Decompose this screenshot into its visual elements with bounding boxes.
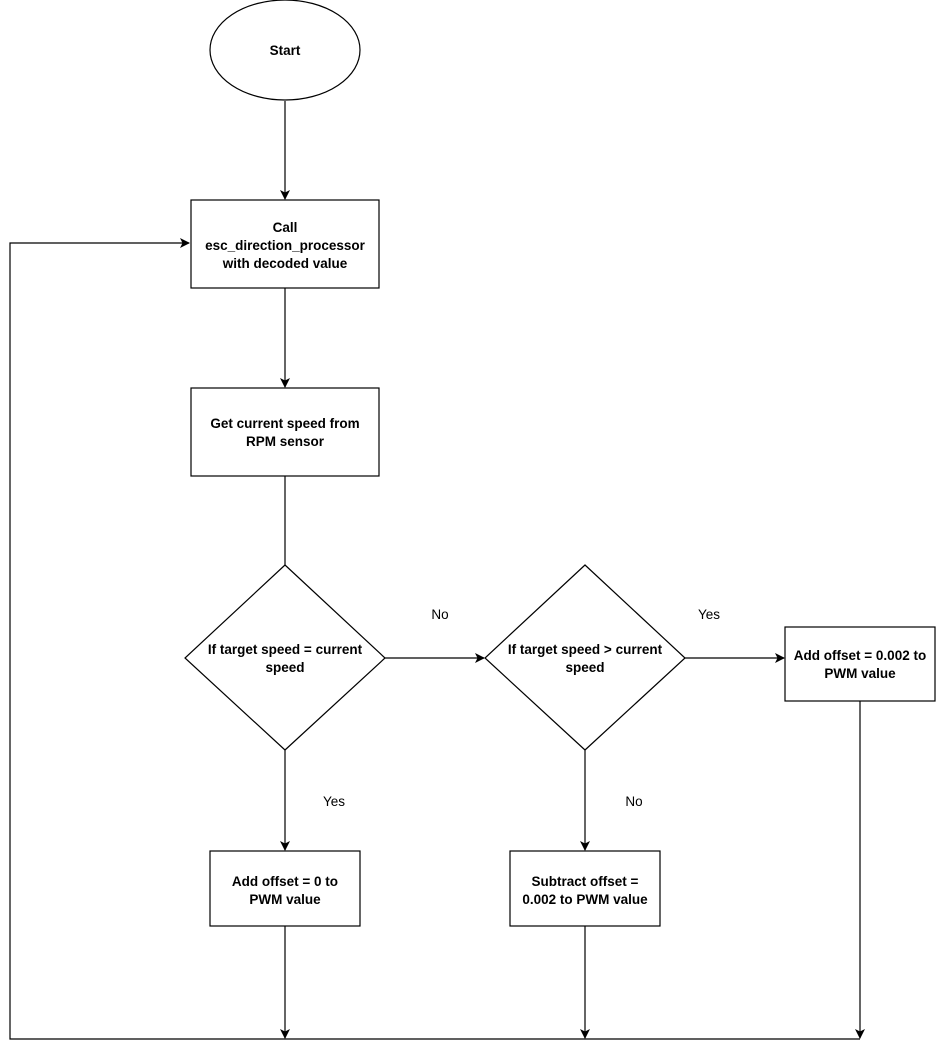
node-call-processor: Call esc_direction_processor with decode… (190, 199, 380, 289)
get-speed-label-line-1: Get current speed from (210, 416, 359, 431)
call-processor-label-line-3: with decoded value (222, 256, 348, 271)
edge-label-equal-yes: Yes (323, 794, 345, 809)
edge-label-equal-no: No (431, 607, 448, 622)
edge-label-greater-no: No (625, 794, 642, 809)
decision-equal-diamond (184, 564, 386, 751)
get-speed-box (190, 387, 380, 477)
call-processor-box (190, 199, 380, 289)
call-processor-label-line-2: esc_direction_processor (205, 238, 366, 253)
node-decision-equal: If target speed = current speed (184, 564, 386, 751)
node-start: Start (209, 0, 361, 101)
edge-label-greater-yes: Yes (698, 607, 720, 622)
node-subtract-offset: Subtract offset = 0.002 to PWM value (509, 850, 661, 927)
add-offset-zero-box (209, 850, 361, 927)
edge-labels: No Yes Yes No (323, 607, 720, 809)
add-offset-pos-label-line-1: Add offset = 0.002 to (794, 648, 926, 663)
decision-greater-label-line-2: speed (565, 660, 604, 675)
decision-equal-label-line-1: If target speed = current (208, 642, 363, 657)
add-offset-pos-box (784, 626, 936, 702)
node-add-offset-pos: Add offset = 0.002 to PWM value (784, 626, 936, 702)
add-offset-pos-label-line-2: PWM value (824, 666, 896, 681)
start-ellipse (209, 0, 361, 101)
node-add-offset-zero: Add offset = 0 to PWM value (209, 850, 361, 927)
subtract-offset-box (509, 850, 661, 927)
node-decision-greater: If target speed > current speed (484, 564, 686, 751)
add-offset-zero-label-line-2: PWM value (249, 892, 321, 907)
subtract-offset-label-line-2: 0.002 to PWM value (522, 892, 648, 907)
subtract-offset-label-line-1: Subtract offset = (532, 874, 639, 889)
node-get-speed: Get current speed from RPM sensor (190, 387, 380, 477)
edge-loop-back (9, 238, 860, 1040)
add-offset-zero-label-line-1: Add offset = 0 to (232, 874, 338, 889)
start-label: Start (270, 43, 301, 58)
decision-greater-label-line-1: If target speed > current (508, 642, 663, 657)
call-processor-label-line-1: Call (273, 220, 298, 235)
get-speed-label-line-2: RPM sensor (246, 434, 325, 449)
edges (9, 101, 865, 1040)
decision-greater-diamond (484, 564, 686, 751)
decision-equal-label-line-2: speed (265, 660, 304, 675)
